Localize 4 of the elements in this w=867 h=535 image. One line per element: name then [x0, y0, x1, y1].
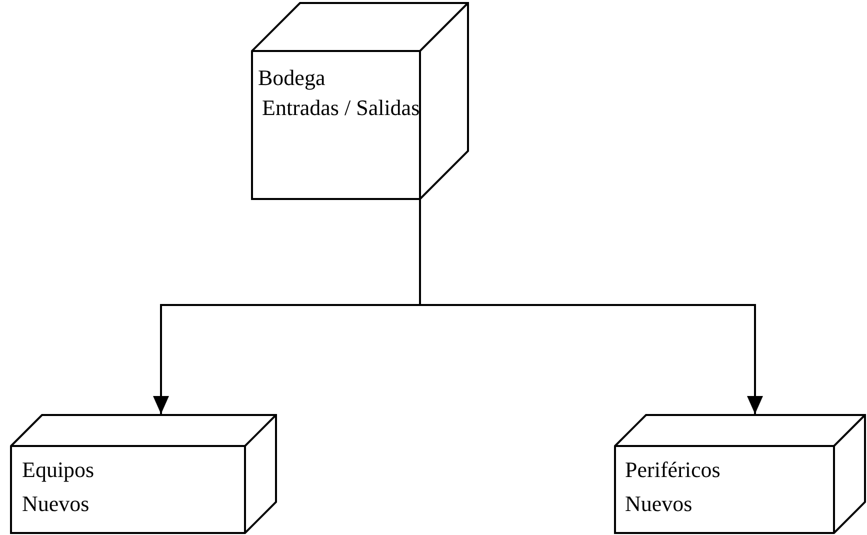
node-label: Periféricos Nuevos	[625, 456, 722, 518]
node-label: Entradas / Salidas	[262, 94, 420, 122]
node-label: Bodega	[258, 64, 326, 92]
node-label: Equipos Nuevos	[22, 456, 96, 518]
